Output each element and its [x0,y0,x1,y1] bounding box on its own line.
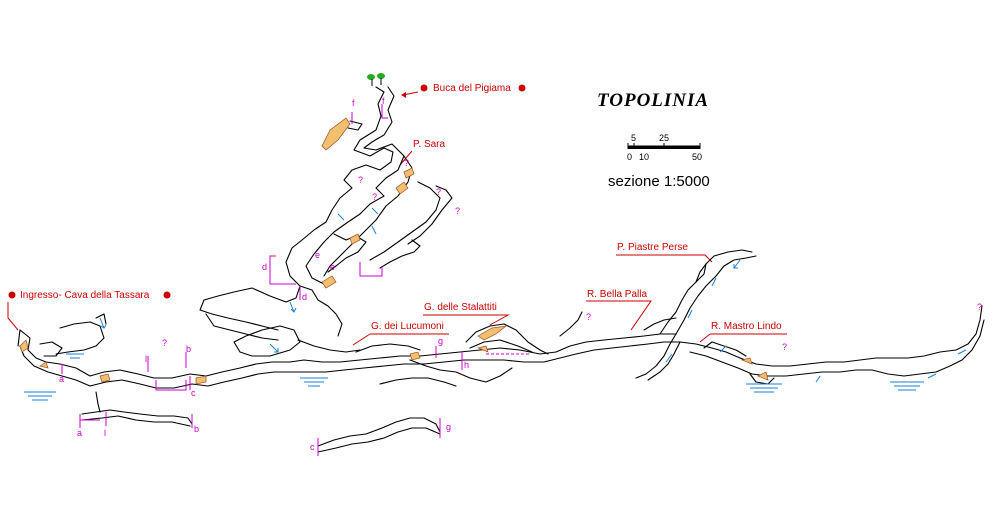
question-mark: ? [162,338,167,348]
flow-arrow-icon [687,309,693,319]
section-mark-l: l [104,428,106,438]
scale-label-5: 5 [631,133,636,143]
leader-line [699,333,787,343]
entrance-dot-icon [420,84,428,92]
flow-arrow-icon [289,301,297,313]
entrance-dot-icon [8,291,16,299]
question-mark: ? [586,312,591,322]
section-mark-e: e [315,250,320,260]
question-mark: ? [358,175,363,185]
section-mark-d: d [302,292,307,302]
section-mark-f: f [352,98,355,108]
question-mark: ? [436,187,441,197]
label-bella-palla: R. Bella Palla [587,289,647,300]
label-text-tassara: Ingresso- Cava della Tassara [20,290,150,301]
section-mark-g: g [438,336,443,346]
section-mark-b: b [194,424,199,434]
flow-arrow-icon [371,207,379,215]
section-mark-c: c [310,442,315,452]
flow-arrow-icon [665,353,673,363]
leader-line [616,254,713,263]
section-mark-e: e [330,262,335,272]
label-lucumoni: G. dei Lucumoni [371,321,444,332]
section-mark-b: b [186,344,191,354]
flow-arrow-icon [927,373,937,379]
c-g-passage [317,417,441,453]
section-mark-a: a [77,428,82,438]
main-gallery-east [679,305,985,385]
piastre-perse-branch [635,249,757,381]
leader-line [423,314,510,326]
bypass-passage [81,391,193,427]
flow-arrows [99,207,967,383]
upper-cave-branch [199,86,453,341]
leader-line [399,150,413,166]
section-mark-h: h [464,360,469,370]
section-mark-d: d [262,262,267,272]
leader-line [586,300,652,331]
entrance-dot-icon [163,291,171,299]
label-mastro-lindo: R. Mastro Lindo [711,321,782,332]
section-mark-c: c [191,388,196,398]
label-buca-del-pigiama: Buca del Pigiama [401,83,526,98]
flow-arrow-icon [957,349,967,355]
leader-line [7,302,19,331]
section-mark-f: f [382,96,385,106]
question-mark: ? [782,342,787,352]
water-icon [300,377,328,387]
label-p-sara: P. Sara [413,139,445,150]
water-icon [24,391,56,401]
leader-line [352,333,449,346]
sediment-deposit [321,117,351,151]
water-icon [746,383,782,393]
flow-arrow-icon [371,225,377,235]
flow-arrow-icon [337,213,345,221]
flow-arrow-icon [733,259,741,269]
main-gallery-west [17,313,361,389]
flow-arrow-icon [719,345,727,353]
sediment-deposit [477,325,508,341]
scale-label-0: 0 [627,152,632,162]
scale-label-50: 50 [692,152,702,162]
section-scale-label: sezione 1:5000 [608,173,710,190]
water-icon [66,353,84,359]
section-mark-a: a [59,374,64,384]
water-pools [24,353,924,401]
scale-label-10: 10 [639,152,649,162]
map-title: TOPOLINIA [597,90,709,111]
question-mark: ? [404,158,409,168]
scale-label-25: 25 [659,133,669,143]
unexplored-marks: ? ? ? ? ? ? ? ? ? [162,158,982,352]
entrance-dot-icon [518,84,526,92]
label-stalattiti: G. delle Stalattiti [424,302,497,313]
tree-icon [367,73,385,86]
question-mark: ? [455,206,460,216]
section-markers: a l b a l b c c g g h d d e e f f [59,96,530,456]
flow-arrow-icon [269,343,279,353]
label-ingresso-tassara: Ingresso- Cava della Tassara [7,290,171,331]
water-icon [890,381,924,391]
main-gallery-central [305,311,681,387]
section-mark-g: g [446,422,451,432]
scale-bar: 5 25 0 10 50 [627,133,702,162]
label-piastre-perse: P. Piastre Perse [617,242,688,253]
flow-arrow-icon [99,317,107,329]
flow-arrow-icon [815,375,821,383]
flow-arrow-icon [711,277,717,287]
arrow-icon [401,92,406,98]
label-text-pigiama: Buca del Pigiama [433,83,511,94]
question-mark: ? [977,302,982,312]
section-mark-l: l [145,354,147,364]
question-mark: ? [372,192,377,202]
